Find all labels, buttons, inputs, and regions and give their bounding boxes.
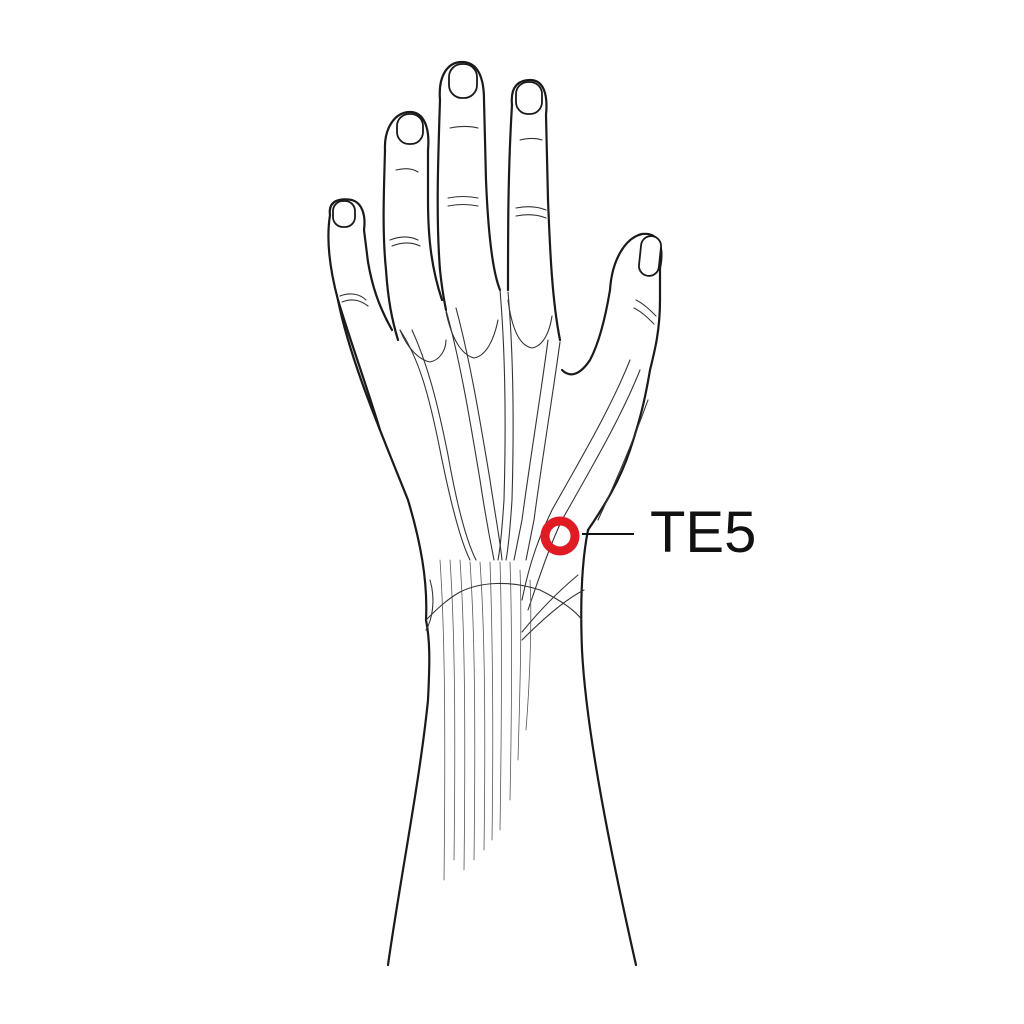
knuckle-creases (339, 125, 657, 325)
middle-finger (438, 60, 502, 292)
acupoint-label: TE5 (650, 500, 756, 565)
fingernails (332, 63, 662, 277)
thumb-nail (638, 235, 662, 277)
acupoint-annotation: TE5 (540, 500, 756, 565)
little-finger (328, 198, 394, 332)
middle-finger-nail (448, 63, 478, 99)
thumb (586, 232, 663, 532)
tendons (399, 289, 649, 611)
index-finger (510, 78, 562, 342)
ring-finger-nail (396, 113, 424, 145)
forearm-fibers (425, 559, 585, 881)
hand-silhouette (327, 60, 663, 967)
acupoint-marker (540, 516, 580, 556)
ring-finger (383, 110, 444, 302)
index-finger-nail (515, 81, 543, 115)
little-finger-nail (332, 200, 356, 228)
